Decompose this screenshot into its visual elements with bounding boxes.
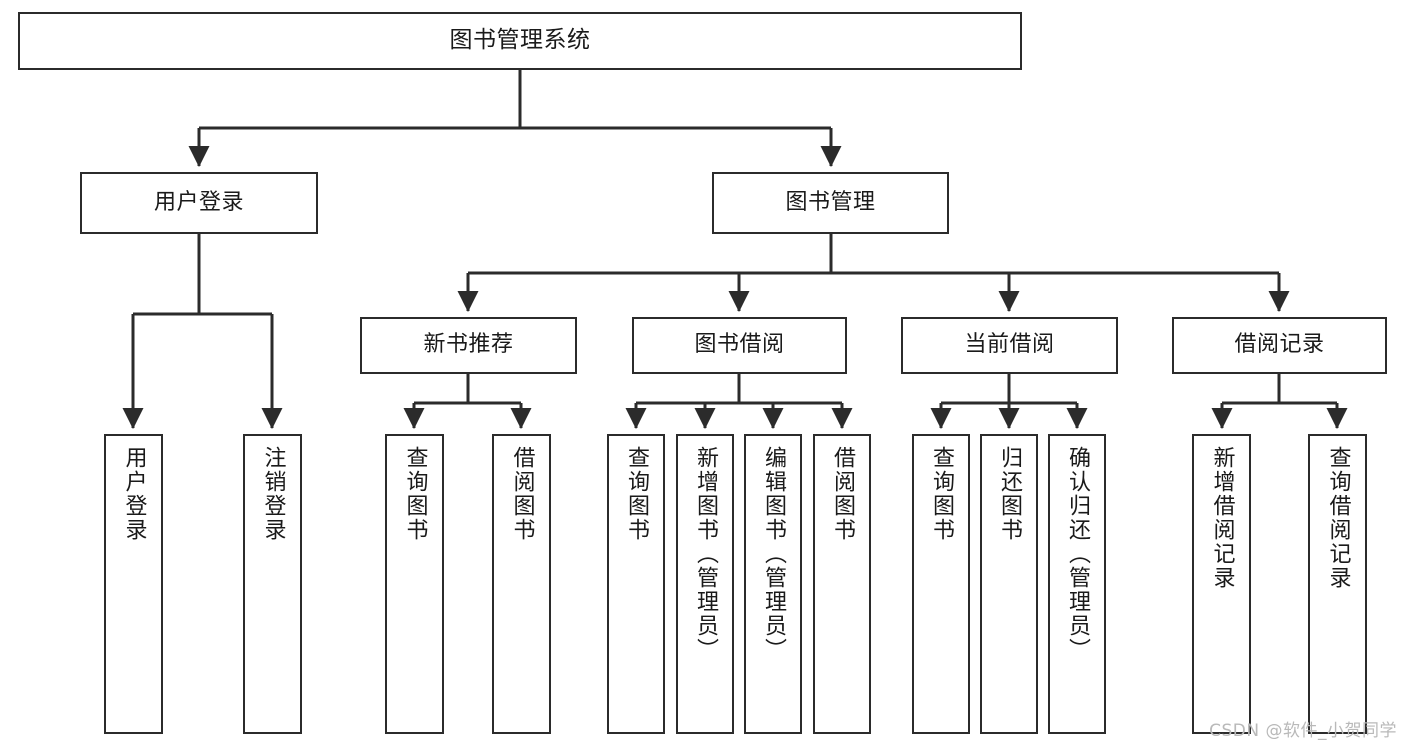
node-leaf-logout-login[interactable]: 注销登录 bbox=[243, 434, 302, 734]
node-label: 归还图书 bbox=[997, 446, 1022, 542]
node-label: 新增图书（管理员） bbox=[693, 446, 718, 662]
node-borrow-record[interactable]: 借阅记录 bbox=[1172, 317, 1387, 374]
node-label: 图书管理 bbox=[785, 189, 876, 215]
node-leaf-query-book-3[interactable]: 查询图书 bbox=[912, 434, 970, 734]
node-label: 用户登录 bbox=[121, 446, 147, 542]
node-label: 新书推荐 bbox=[423, 332, 514, 358]
node-label: 查询图书 bbox=[624, 446, 649, 542]
node-label: 借阅图书 bbox=[509, 446, 535, 542]
node-leaf-edit-book-admin[interactable]: 编辑图书（管理员） bbox=[744, 434, 802, 734]
node-root-system[interactable]: 图书管理系统 bbox=[18, 12, 1022, 70]
node-leaf-query-book-1[interactable]: 查询图书 bbox=[385, 434, 444, 734]
node-leaf-add-borrow-record[interactable]: 新增借阅记录 bbox=[1192, 434, 1251, 734]
node-label: 用户登录 bbox=[153, 189, 244, 215]
node-leaf-confirm-return-admin[interactable]: 确认归还（管理员） bbox=[1048, 434, 1106, 734]
node-leaf-add-book-admin[interactable]: 新增图书（管理员） bbox=[676, 434, 734, 734]
node-label: 查询借阅记录 bbox=[1325, 446, 1351, 590]
node-label: 借阅图书 bbox=[830, 446, 855, 542]
node-book-management[interactable]: 图书管理 bbox=[712, 172, 949, 234]
node-leaf-borrow-book-2[interactable]: 借阅图书 bbox=[813, 434, 871, 734]
node-label: 注销登录 bbox=[260, 446, 286, 542]
node-label: 新增借阅记录 bbox=[1209, 446, 1235, 590]
node-current-borrow[interactable]: 当前借阅 bbox=[901, 317, 1118, 374]
node-user-login[interactable]: 用户登录 bbox=[80, 172, 318, 234]
node-label: 编辑图书（管理员） bbox=[761, 446, 786, 662]
node-label: 图书借阅 bbox=[694, 332, 785, 358]
node-leaf-query-book-2[interactable]: 查询图书 bbox=[607, 434, 665, 734]
node-label: 查询图书 bbox=[402, 446, 428, 542]
node-label: 查询图书 bbox=[929, 446, 954, 542]
node-label: 当前借阅 bbox=[964, 332, 1055, 358]
node-leaf-borrow-book-1[interactable]: 借阅图书 bbox=[492, 434, 551, 734]
node-new-book-recommend[interactable]: 新书推荐 bbox=[360, 317, 577, 374]
node-leaf-return-book[interactable]: 归还图书 bbox=[980, 434, 1038, 734]
node-book-borrow[interactable]: 图书借阅 bbox=[632, 317, 847, 374]
node-leaf-user-login[interactable]: 用户登录 bbox=[104, 434, 163, 734]
node-label: 确认归还（管理员） bbox=[1065, 446, 1090, 662]
node-label: 图书管理系统 bbox=[449, 27, 591, 54]
node-leaf-query-borrow-record[interactable]: 查询借阅记录 bbox=[1308, 434, 1367, 734]
node-label: 借阅记录 bbox=[1234, 332, 1325, 358]
